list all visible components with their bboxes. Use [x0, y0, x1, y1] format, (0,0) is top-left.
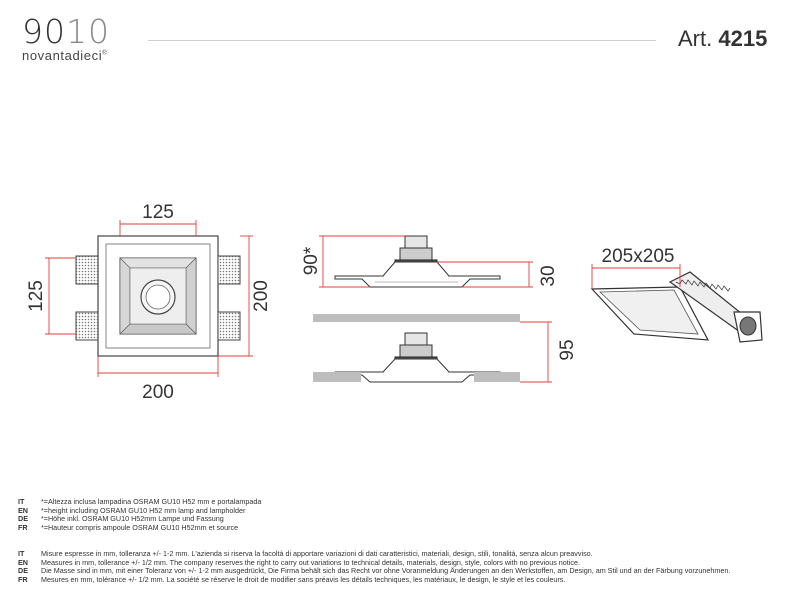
disclaimer-it: IT Misure espresse in mm, tolleranza +/- … — [18, 549, 730, 559]
side-view-upper — [334, 235, 501, 288]
logo-number-light: 10 — [66, 12, 110, 51]
dim-label-thickness: 30 — [538, 265, 559, 286]
note-text: *=height including OSRAM GU10 H52 mm lam… — [41, 505, 246, 515]
saw-teeth — [675, 279, 731, 292]
cutout-opening — [599, 289, 699, 335]
cutout-dimensions — [591, 264, 681, 289]
note-lang: EN — [18, 505, 28, 515]
disclaimer-text: Die Masse sind in mm, mit einer Toleranz… — [41, 566, 731, 576]
disclaimer-text: Misure espresse in mm, tolleranza +/- 1-… — [41, 549, 593, 558]
note-lang: DE — [18, 514, 28, 524]
note-text: *=Altezza inclusa lampadina OSRAM GU10 H… — [41, 497, 262, 506]
lamp-holder-body-lower — [399, 344, 433, 358]
logo-number-main: 90 — [22, 12, 66, 51]
disclaimer-lang: FR — [18, 574, 28, 584]
mesh-tab-top-right — [217, 255, 241, 285]
side-body-profile — [334, 261, 501, 288]
dim-label-lamp-height: 90* — [301, 246, 322, 275]
logo-name-text: novantadieci — [22, 48, 103, 63]
disclaimer-fr: FR Mesures en mm, tolérance +/- 1/2 mm. L… — [18, 574, 730, 585]
note-text: *=Hauteur compris ampoule OSRAM GU10 H52… — [41, 522, 239, 532]
article-prefix: Art. — [678, 26, 713, 51]
note-lang: FR — [18, 522, 28, 532]
ceiling-board-left — [313, 372, 361, 382]
dim-label-recess: 205x205 — [602, 246, 675, 267]
lamp-note-en: EN *=height including OSRAM GU10 H52 mm l… — [18, 505, 261, 516]
note-lang: IT — [18, 497, 25, 506]
top-view-bevel-bottom — [119, 323, 197, 335]
top-view-inner-frame — [105, 243, 211, 349]
side-upper-dimensions — [319, 235, 533, 288]
note-text: *=Höhe inkl. OSRAM GU10 H52mm Lampe und … — [41, 514, 224, 524]
dim-label-outer-width: 200 — [142, 382, 174, 403]
disclaimer-text: Mesures en mm, tolérance +/- 1/2 mm. La … — [41, 574, 566, 584]
top-view-bevel-left — [119, 257, 131, 335]
disclaimer-text: Measures in mm, tollerance +/- 1/2 mm. T… — [41, 557, 580, 567]
disclaimer-lang: IT — [18, 549, 25, 558]
lamp-notes: IT *=Altezza inclusa lampadina OSRAM GU10… — [18, 497, 262, 533]
mesh-tab-bottom-right — [217, 311, 241, 341]
disclaimer-lang: EN — [18, 557, 28, 567]
lamp-holder-cap — [404, 235, 428, 249]
disclaimer-en: EN Measures in mm, tollerance +/- 1/2 mm.… — [18, 557, 730, 568]
dim-label-inner-width: 125 — [142, 202, 174, 223]
lamp-note-fr: FR *=Hauteur compris ampoule OSRAM GU10 H… — [18, 522, 261, 533]
lamp-holder-cap-lower — [404, 332, 428, 346]
top-view-dimensions — [45, 220, 253, 377]
cutout-view — [590, 271, 763, 343]
disclaimer-lang: DE — [18, 566, 28, 576]
lamp-note-de: DE *=Höhe inkl. OSRAM GU10 H52mm Lampe un… — [18, 515, 261, 524]
brand-logo: 9010 novantadieci® — [22, 14, 110, 64]
top-view — [75, 235, 241, 357]
top-view-bevel-top — [119, 257, 197, 269]
saw-handle-hole — [739, 316, 757, 336]
logo-name: novantadieci® — [22, 48, 110, 63]
disclaimer-de: DE Die Masse sind in mm, mit einer Tolera… — [18, 567, 730, 576]
ceiling-board-right — [474, 372, 520, 382]
header-divider — [148, 40, 656, 41]
article-code: 4215 — [718, 26, 768, 51]
registered-mark: ® — [102, 50, 108, 57]
dim-label-outer-height: 200 — [251, 280, 272, 312]
disclaimer-notes: IT Misure espresse in mm, tolleranza +/- … — [18, 549, 730, 585]
dim-label-inner-height: 125 — [26, 280, 47, 312]
mesh-tab-top-left — [75, 255, 99, 285]
dim-label-total-height: 95 — [557, 339, 578, 360]
logo-number: 9010 — [22, 14, 110, 50]
lamp-hole-inner — [145, 284, 171, 310]
mesh-tab-bottom-left — [75, 311, 99, 341]
side-view-lower — [313, 314, 520, 383]
article-number: Art. 4215 — [678, 26, 767, 52]
side-lower-dimensions — [520, 321, 552, 383]
ceiling-slab-upper — [313, 314, 520, 322]
lamp-note-it: IT *=Altezza inclusa lampadina OSRAM GU10… — [18, 497, 262, 507]
lamp-holder-body — [399, 247, 433, 261]
top-view-bevel-right — [185, 257, 197, 335]
